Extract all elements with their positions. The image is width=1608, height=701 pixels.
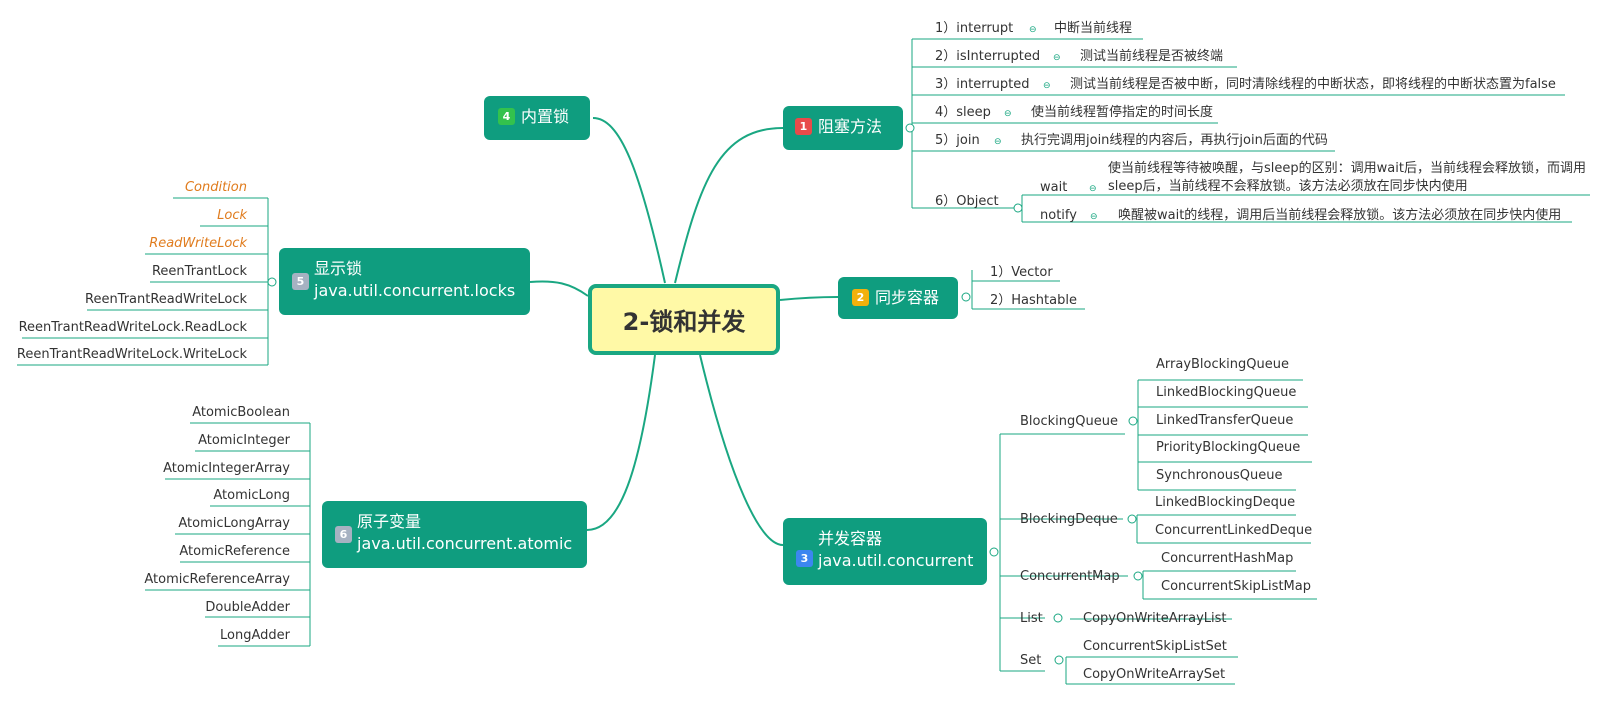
atomic-item[interactable]: AtomicLong	[213, 488, 290, 503]
blocking-item-desc: 使当前线程暂停指定的时间长度	[1031, 105, 1214, 120]
concurrent-item[interactable]: ConcurrentSkipListSet	[1083, 639, 1227, 654]
branch-blocking-methods[interactable]: 1 阻塞方法	[783, 106, 903, 150]
concurrent-item[interactable]: LinkedBlockingQueue	[1156, 385, 1297, 400]
sync-container-item[interactable]: 2）Hashtable	[990, 293, 1077, 308]
branch-sync-containers[interactable]: 2 同步容器	[838, 277, 958, 319]
concurrent-item[interactable]: ConcurrentSkipListMap	[1161, 579, 1311, 594]
concurrent-item[interactable]: ConcurrentHashMap	[1161, 551, 1294, 566]
atomic-item[interactable]: AtomicReferenceArray	[144, 572, 290, 587]
lock-item[interactable]: ReenTrantReadWriteLock.ReadLock	[18, 320, 247, 335]
sync-container-item[interactable]: 1）Vector	[990, 265, 1053, 280]
blocking-item-name[interactable]: 2）isInterrupted	[935, 49, 1041, 64]
object-child-desc: sleep后，当前线程不会释放锁。该方法必须放在同步快内使用	[1108, 179, 1468, 194]
lock-item[interactable]: ReenTrantLock	[151, 264, 247, 279]
object-child-desc: 使当前线程等待被唤醒，与sleep的区别：调用wait后，当前线程会释放锁，而调…	[1108, 161, 1586, 176]
concurrent-group-name[interactable]: BlockingQueue	[1020, 414, 1118, 429]
svg-text:⊖: ⊖	[1090, 212, 1098, 222]
branch-package: java.util.concurrent	[818, 551, 974, 570]
branch-label: 阻塞方法	[818, 117, 883, 136]
lock-item[interactable]: Lock	[217, 208, 247, 223]
blocking-item-name[interactable]: 3）interrupted	[935, 77, 1030, 92]
central-title: 2-锁和并发	[622, 308, 746, 336]
blocking-item-name[interactable]: 4）sleep	[935, 105, 991, 120]
priority-badge-2: 2	[852, 289, 869, 306]
branch-package: java.util.concurrent.atomic	[357, 534, 573, 553]
blocking-item-name[interactable]: 1）interrupt	[935, 21, 1014, 36]
concurrent-group-name[interactable]: List	[1020, 611, 1043, 626]
priority-badge-1: 1	[795, 118, 812, 135]
blocking-item-desc: 执行完调用join线程的内容后，再执行join后面的代码	[1021, 133, 1328, 148]
lock-item[interactable]: Condition	[184, 180, 247, 195]
concurrent-item[interactable]: LinkedBlockingDeque	[1155, 495, 1296, 510]
atomic-item[interactable]: AtomicLongArray	[178, 516, 290, 531]
branch-atomic-variables[interactable]: 6 原子变量 java.util.concurrent.atomic	[322, 501, 587, 568]
concurrent-item[interactable]: CopyOnWriteArraySet	[1083, 667, 1226, 682]
concurrent-item[interactable]: SynchronousQueue	[1156, 468, 1283, 483]
svg-text:⊖: ⊖	[1089, 184, 1097, 194]
priority-badge-5: 5	[292, 273, 309, 290]
object-child-name[interactable]: notify	[1040, 208, 1077, 223]
svg-text:⊖: ⊖	[1043, 81, 1051, 91]
lock-item[interactable]: ReadWriteLock	[149, 236, 247, 251]
branch-package: java.util.concurrent.locks	[314, 281, 516, 300]
atomic-item[interactable]: AtomicInteger	[198, 433, 290, 448]
svg-text:⊖: ⊖	[1029, 25, 1037, 35]
svg-text:⊖: ⊖	[1004, 109, 1012, 119]
atomic-item[interactable]: AtomicIntegerArray	[163, 461, 290, 476]
branch-concurrent-containers[interactable]: 3 并发容器 java.util.concurrent	[783, 518, 987, 585]
concurrent-group-name[interactable]: Set	[1020, 653, 1042, 668]
lock-item[interactable]: ReenTrantReadWriteLock	[85, 292, 247, 307]
blocking-item-name[interactable]: 5）join	[935, 133, 980, 148]
object-child-name[interactable]: wait	[1040, 180, 1068, 195]
atomic-item[interactable]: AtomicReference	[179, 544, 290, 559]
concurrent-item[interactable]: ArrayBlockingQueue	[1156, 357, 1289, 372]
blocking-item-name[interactable]: 6）Object	[935, 194, 999, 209]
concurrent-item[interactable]: CopyOnWriteArrayList	[1083, 611, 1227, 626]
atomic-item[interactable]: AtomicBoolean	[192, 405, 290, 420]
lock-item[interactable]: ReenTrantReadWriteLock.WriteLock	[16, 347, 247, 362]
branch-builtin-lock[interactable]: 4 内置锁	[484, 96, 590, 140]
branch-label: 内置锁	[521, 107, 570, 126]
priority-badge-6: 6	[335, 526, 352, 543]
branch-explicit-lock[interactable]: 5 显示锁 java.util.concurrent.locks	[279, 248, 530, 315]
priority-badge-3: 3	[796, 550, 813, 567]
atomic-item[interactable]: LongAdder	[220, 628, 290, 643]
concurrent-group-name[interactable]: BlockingDeque	[1020, 512, 1118, 527]
concurrent-item[interactable]: ConcurrentLinkedDeque	[1155, 523, 1313, 538]
concurrent-item[interactable]: LinkedTransferQueue	[1156, 413, 1294, 428]
branch-label: 同步容器	[875, 288, 940, 307]
branch-label: 原子变量	[357, 512, 422, 531]
svg-text:⊖: ⊖	[1053, 53, 1061, 63]
branch-label: 并发容器	[818, 529, 883, 548]
atomic-item[interactable]: DoubleAdder	[205, 600, 290, 615]
central-topic[interactable]: 2-锁和并发	[588, 284, 780, 355]
blocking-item-desc: 中断当前线程	[1054, 21, 1133, 36]
svg-text:⊖: ⊖	[994, 137, 1002, 147]
branch-label: 显示锁	[314, 259, 363, 278]
object-child-desc: 唤醒被wait的线程，调用后当前线程会释放锁。该方法必须放在同步快内使用	[1118, 208, 1562, 223]
blocking-item-desc: 测试当前线程是否被中断，同时清除线程的中断状态，即将线程的中断状态置为false	[1070, 77, 1556, 92]
concurrent-item[interactable]: PriorityBlockingQueue	[1156, 440, 1301, 455]
blocking-item-desc: 测试当前线程是否被终端	[1080, 49, 1224, 64]
concurrent-group-name[interactable]: ConcurrentMap	[1020, 569, 1120, 584]
priority-badge-4: 4	[498, 108, 515, 125]
